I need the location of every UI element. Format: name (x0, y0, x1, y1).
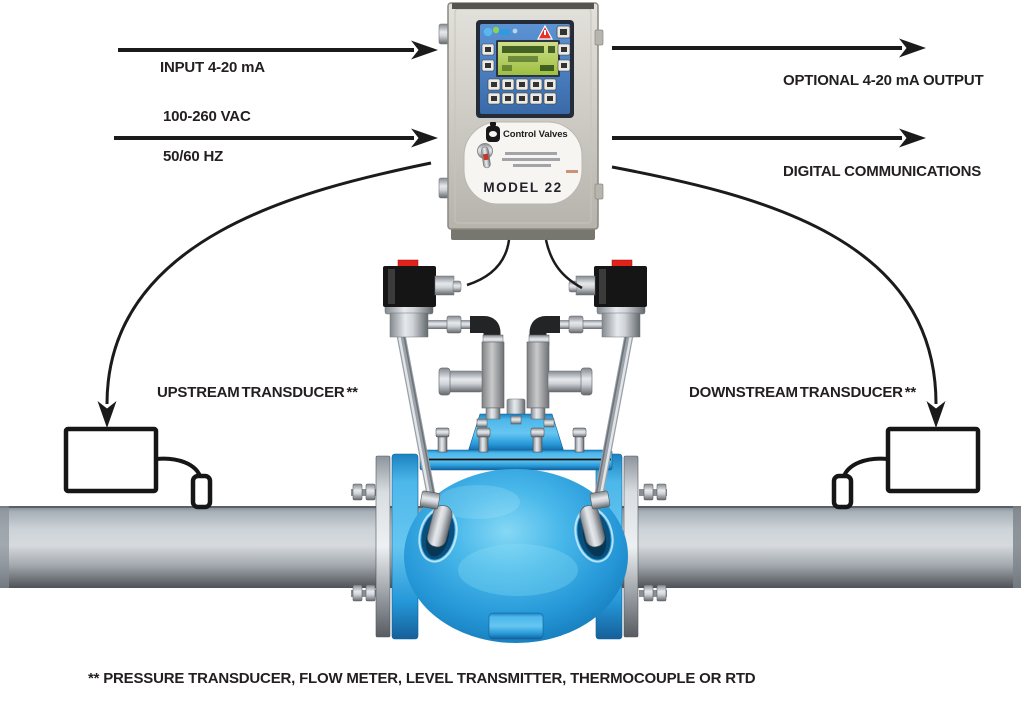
controller-brand-row: Control Valves (486, 122, 568, 142)
cap-nub (506, 398, 526, 417)
solenoid-coil (594, 266, 647, 307)
drain-boss (488, 612, 544, 640)
solenoid-coil (383, 266, 436, 307)
label-input-current: INPUT 4-20 mA (160, 59, 265, 76)
downstream-transducer-box (885, 426, 981, 494)
panel-logo-icon (483, 26, 518, 37)
keypad[interactable] (487, 78, 557, 105)
label-downstream-transducer: DOWNSTREAM TRANSDUCER ** (689, 384, 917, 401)
controller-unit (438, 2, 604, 240)
arrow-power (114, 128, 438, 148)
control-valve (351, 398, 667, 643)
arrow-to-upstream-transducer (97, 161, 432, 428)
upstream-transducer-box (63, 426, 159, 494)
elbow-right (529, 316, 560, 352)
valve-port-right (574, 505, 614, 563)
valve-port-left (418, 505, 458, 563)
valve-body (404, 469, 628, 643)
label-input-voltage: 100-260 VAC (163, 108, 251, 125)
solenoid-connector (434, 275, 455, 296)
flange-bolts-right (639, 483, 667, 602)
latch-top (594, 29, 604, 46)
controller-model: MODEL 22 (483, 180, 563, 195)
toggle-switch[interactable] (477, 143, 493, 169)
enclosure-lid-edge (452, 3, 594, 9)
brand-logo-icon (486, 122, 500, 142)
controller-brand: Control Valves (503, 128, 568, 140)
solenoid-valve-right (568, 259, 647, 338)
label-plate (463, 121, 583, 205)
upstream-sensor (190, 473, 213, 510)
elbow-left (470, 316, 501, 352)
label-upstream-transducer: UPSTREAM TRANSDUCER ** (157, 384, 358, 401)
side-fitting-left (445, 370, 483, 393)
flange-bolts-left (351, 483, 379, 602)
lcd-text-rows (502, 46, 555, 71)
arrow-digital-comms (612, 128, 926, 148)
bonnet-studs (435, 427, 587, 453)
arrow-output-current (612, 38, 926, 58)
solenoid-valve-left (383, 259, 462, 338)
arrow-to-downstream-transducer (611, 165, 946, 428)
label-output-digital: DIGITAL COMMUNICATIONS (783, 163, 982, 180)
downstream-sensor (831, 473, 854, 510)
flow-block-right (526, 341, 550, 409)
gray-flange-left (375, 455, 391, 638)
signal-arrows (97, 38, 946, 428)
tube-right (592, 334, 634, 506)
label-input-frequency: 50/60 HZ (163, 148, 224, 165)
arrow-input-current (118, 40, 438, 60)
upstream-transducer (63, 426, 213, 510)
tube-left (396, 334, 438, 506)
wire-left-solenoid (466, 239, 511, 287)
panel-side-buttons[interactable] (481, 43, 571, 72)
downstream-transducer (831, 426, 981, 510)
footnote: ** PRESSURE TRANSDUCER, FLOW METER, LEVE… (88, 670, 756, 687)
wire-right-solenoid (544, 239, 583, 290)
side-fitting-right (547, 370, 585, 393)
warning-triangle-icon (536, 24, 554, 40)
label-output-current: OPTIONAL 4-20 mA OUTPUT (783, 72, 984, 89)
label-fine-print (502, 152, 578, 173)
pilot-tubing (396, 315, 634, 510)
flow-block-left (481, 341, 505, 409)
latch-bottom (594, 183, 604, 200)
